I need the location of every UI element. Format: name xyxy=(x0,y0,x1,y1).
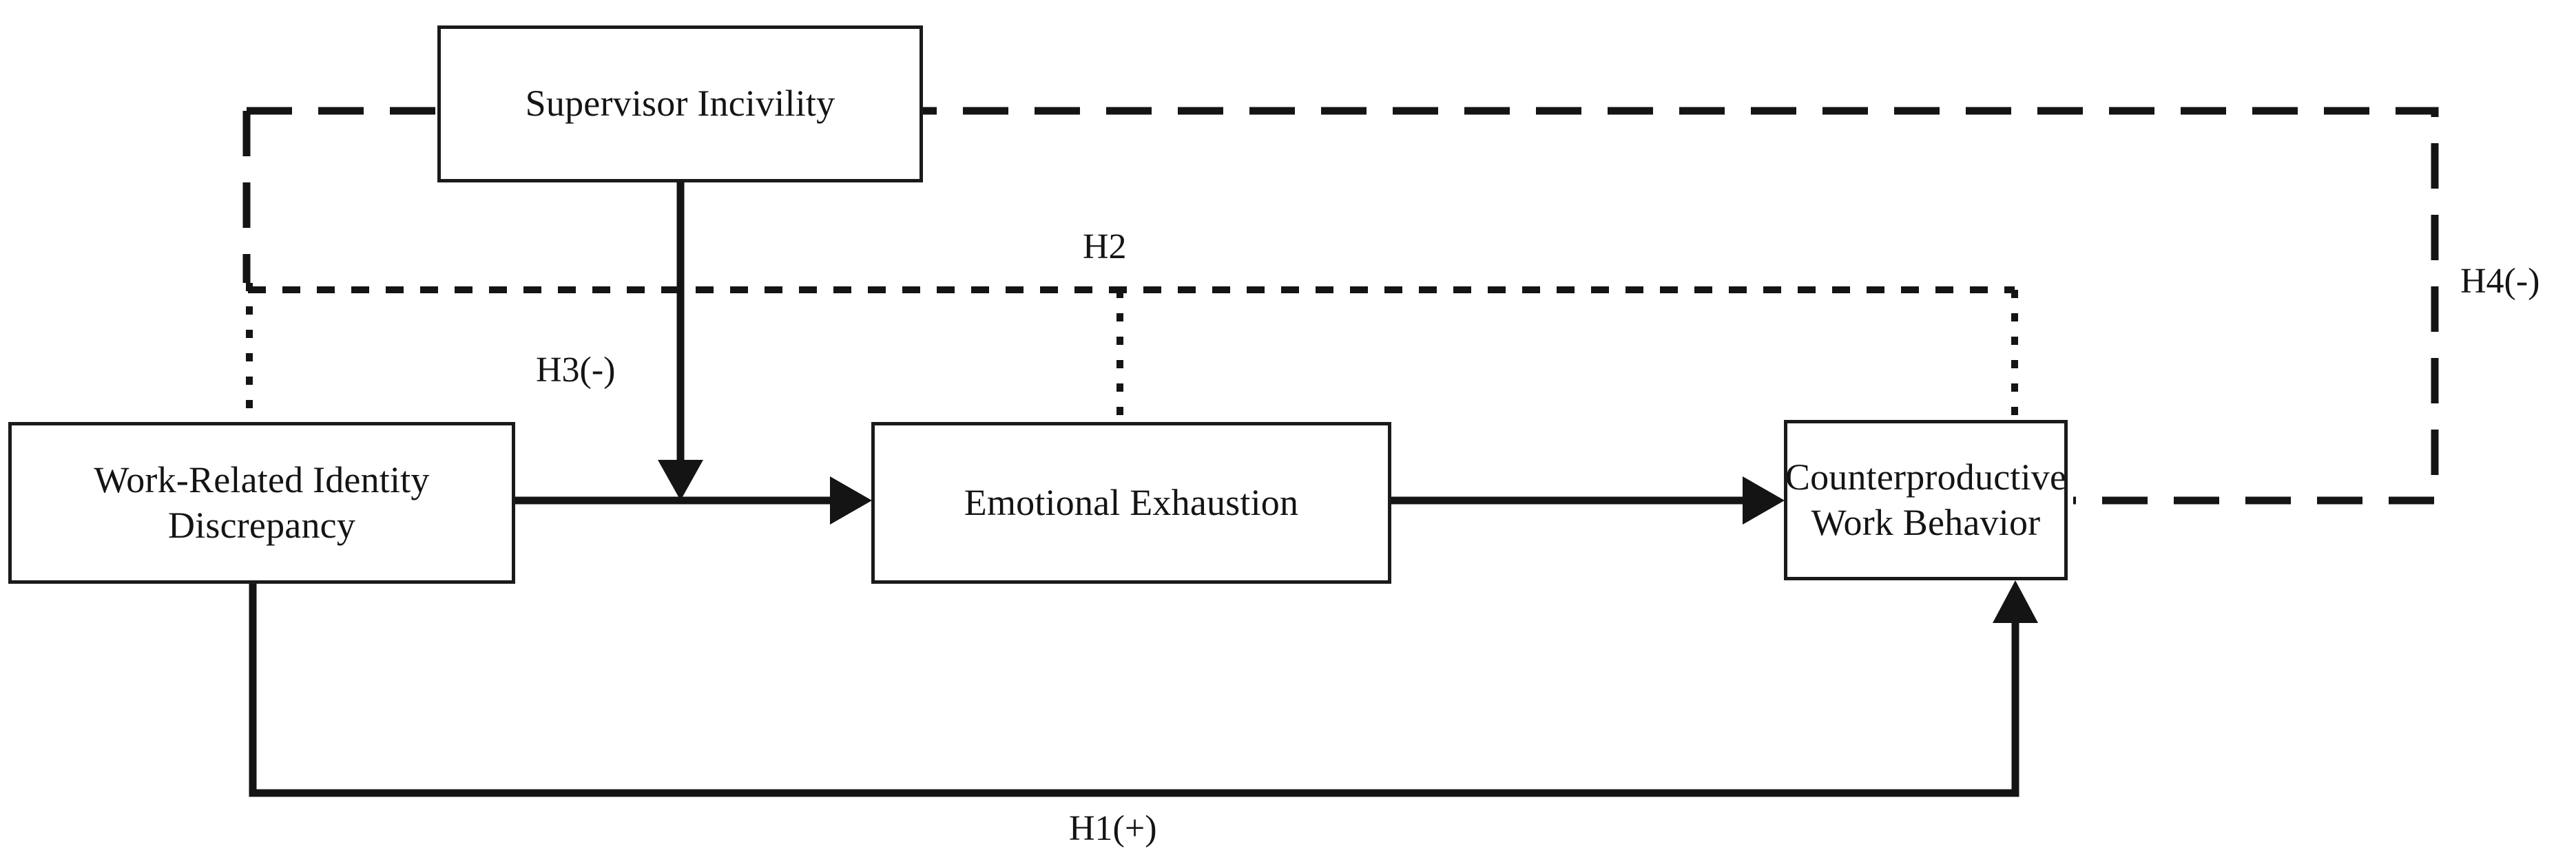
node-counterproductive-work-behavior-label: Counterproductive Work Behavior xyxy=(1785,456,2067,543)
node-supervisor-incivility[interactable]: Supervisor Incivility xyxy=(437,25,923,182)
edge-wrid-to-ee-arrowhead xyxy=(830,476,872,525)
edge-h1-arrowhead xyxy=(1993,580,2038,623)
edge-label-h3: H3(-) xyxy=(536,350,616,390)
node-work-related-identity-discrepancy[interactable]: Work-Related Identity Discrepancy xyxy=(8,422,515,584)
edge-h3-arrowhead xyxy=(658,460,703,500)
node-emotional-exhaustion-label: Emotional Exhaustion xyxy=(964,481,1299,523)
edge-label-h4: H4(-) xyxy=(2460,262,2540,301)
node-supervisor-incivility-label: Supervisor Incivility xyxy=(525,83,835,125)
edge-h1-solid-path xyxy=(249,584,2019,797)
edge-label-h1: H1(+) xyxy=(1069,809,1157,848)
node-emotional-exhaustion[interactable]: Emotional Exhaustion xyxy=(871,422,1391,584)
node-work-related-identity-discrepancy-label: Work-Related Identity Discrepancy xyxy=(94,458,430,546)
edge-label-h2: H2 xyxy=(1083,227,1127,266)
edge-h4-dashed-path xyxy=(247,107,2439,505)
edge-ee-to-cwb-arrowhead xyxy=(1743,476,1785,525)
node-counterproductive-work-behavior[interactable]: Counterproductive Work Behavior xyxy=(1784,420,2068,580)
